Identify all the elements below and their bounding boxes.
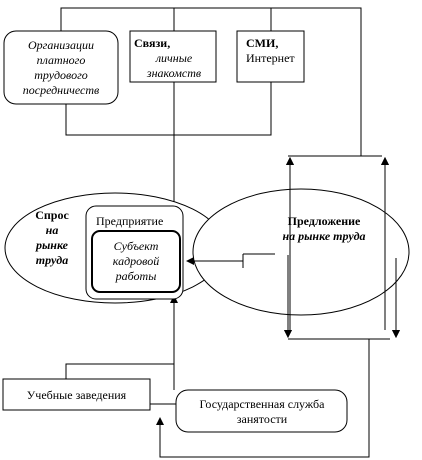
top-connector: [60, 7, 362, 156]
gos-label: Государственная служба занятости: [199, 397, 325, 426]
predlozhenie-label: Предложение на рынке труда: [282, 214, 366, 243]
bottom-collector: [65, 363, 175, 390]
subject-label: Субъект кадровой работы: [112, 239, 160, 283]
smi-label: СМИ, Интернет: [246, 36, 295, 65]
gos-box: [175, 389, 348, 433]
org-collector: [65, 104, 174, 136]
smi-collector: [174, 82, 272, 136]
spros-label: Спрос на рынке труда: [35, 208, 69, 267]
predpriyatie-label: Предприятие: [96, 214, 164, 228]
uchebnye-label: Учебные заведения: [26, 388, 127, 402]
smi-box: [236, 30, 305, 83]
arrow-to-uchebnye: [156, 339, 370, 458]
svyazi-box: [129, 30, 217, 83]
uchebnye-box: [2, 378, 151, 411]
subject-box: [91, 230, 181, 293]
predlozhenie-ellipse: [192, 188, 410, 316]
org-label: Организации платного трудового посреднич…: [22, 38, 100, 97]
org-box: [3, 30, 119, 105]
svyazi-label: Связи, личные знакомств: [134, 36, 202, 80]
